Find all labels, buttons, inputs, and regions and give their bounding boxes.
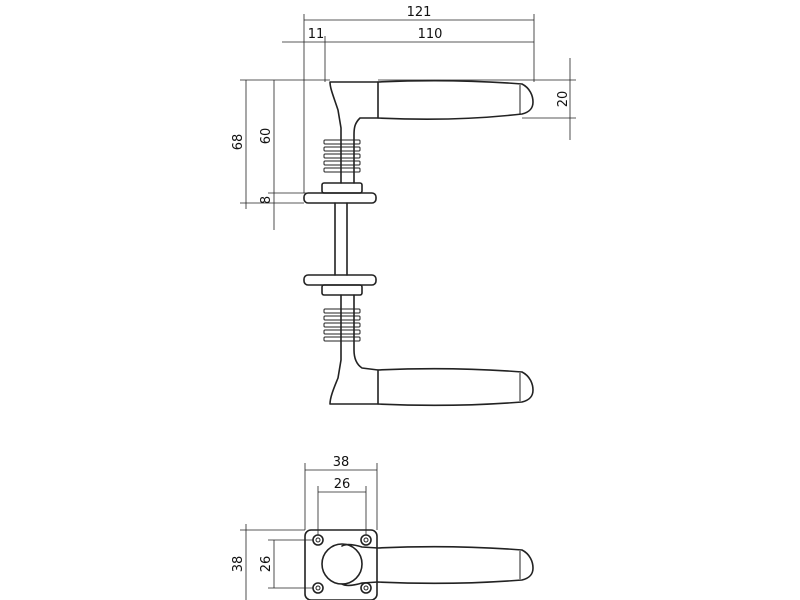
front-lever-grip: [341, 543, 534, 587]
bottom-lever-collar: [321, 284, 363, 296]
dim-lever-length: 110: [418, 27, 443, 42]
screw-hole-top-right: [360, 534, 372, 546]
top-lever-neck-rings: [323, 139, 361, 173]
side-view-dimensions: [240, 14, 576, 230]
top-lever-side-view: [303, 79, 534, 204]
dim-plate-width: 38: [333, 455, 350, 470]
top-lever-rose: [303, 192, 377, 204]
screw-hole-bottom-right: [360, 582, 372, 594]
bottom-lever-neck-arm: [329, 294, 379, 405]
spindle: [334, 202, 348, 276]
dim-total-height: 68: [231, 134, 246, 151]
screw-hole-bottom-left: [312, 582, 324, 594]
bottom-lever-neck-rings: [323, 308, 361, 342]
dim-hole-spacing-y: 26: [259, 556, 274, 573]
top-lever-grip: [377, 79, 534, 120]
bottom-lever-side-view: [303, 274, 534, 407]
front-rose: [321, 543, 363, 585]
dim-lever-thickness: 20: [556, 91, 571, 108]
square-backplate: [304, 529, 378, 600]
dim-hole-spacing-x: 26: [334, 477, 351, 492]
dim-rose-offset: 11: [308, 27, 325, 42]
dim-rose-thickness: 8: [259, 196, 274, 204]
front-view-dimensions: [240, 463, 378, 600]
dim-overall-length: 121: [407, 5, 432, 20]
bottom-lever-rose: [303, 274, 377, 286]
bottom-lever-grip: [377, 367, 534, 407]
dim-plate-height: 38: [231, 556, 246, 573]
top-lever-collar: [321, 182, 363, 194]
dim-neck-height: 60: [259, 128, 274, 145]
screw-hole-top-left: [312, 534, 324, 546]
front-view: [304, 529, 534, 600]
